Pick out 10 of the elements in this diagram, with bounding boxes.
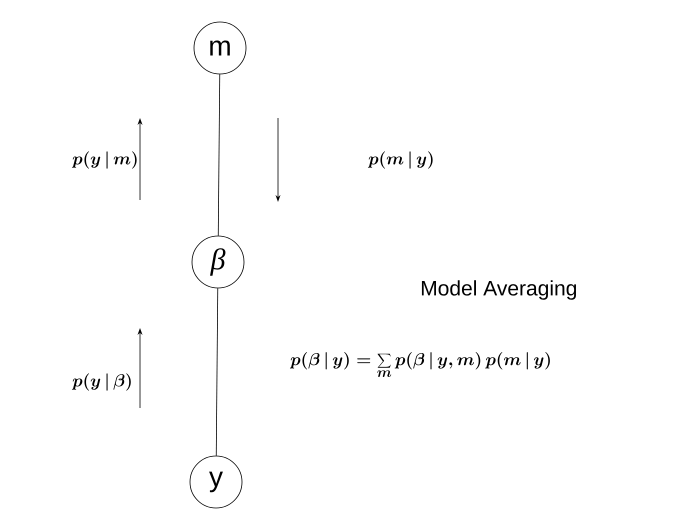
formula-label: $p(y \,|\, m)$ <box>72 151 137 169</box>
formula-label: $p(y \,|\, \beta)$ <box>72 373 131 391</box>
circle-node: β <box>192 236 244 288</box>
connector-line <box>216 288 218 456</box>
circle-node: y <box>190 456 242 508</box>
circle-node: m <box>194 22 246 74</box>
heading-text: Model Averaging <box>422 280 576 300</box>
connector-line <box>218 74 220 236</box>
formula-label: $p(m \,|\, y)$ <box>368 151 433 169</box>
formula-label: $p(\beta \,|\, y) = \sum_{m} p(\beta \,|\, y, m)\, p(m \,|\, y)$ <box>290 352 550 377</box>
